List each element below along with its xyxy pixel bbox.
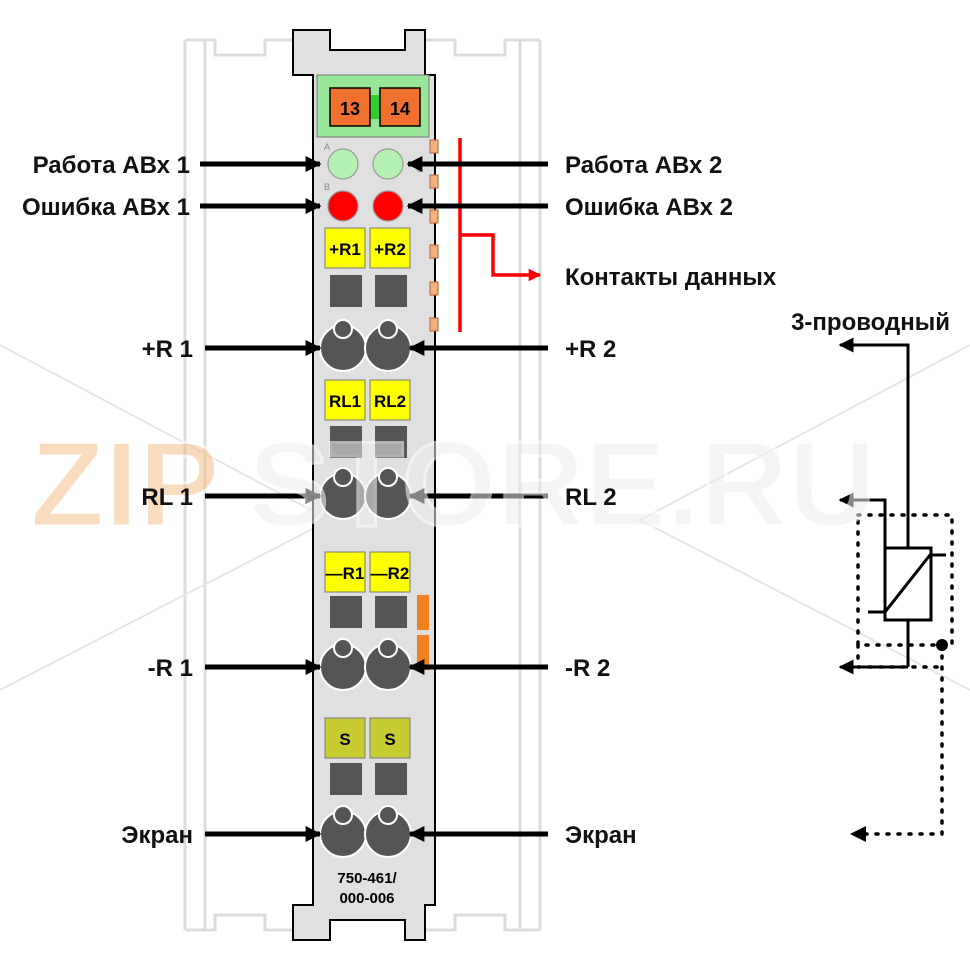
label-plus-r1: +R 1	[142, 336, 193, 363]
terminal-13-label: 13	[340, 99, 360, 119]
tag-minus-r1: —R1	[326, 564, 365, 583]
svg-text:A: A	[324, 142, 330, 152]
shield-arrow-head	[850, 826, 866, 842]
io-module: 13 14 A C B D +R1 +R2 RL1 RL2	[292, 29, 439, 941]
label-minus-r2: -R 2	[565, 655, 610, 682]
tag-rl2: RL2	[374, 392, 406, 411]
shield-junction	[936, 639, 948, 651]
model-number-line2: 000-006	[339, 890, 394, 907]
label-minus-r1: -R 1	[148, 655, 193, 682]
model-number-line1: 750-461/	[337, 870, 397, 887]
led-work-1	[327, 148, 359, 180]
terminal-13[interactable]	[329, 87, 371, 127]
label-shield-1: Экран	[121, 822, 193, 849]
release-slot[interactable]	[330, 275, 362, 307]
data-contacts	[429, 139, 439, 332]
label-shield-2: Экран	[565, 822, 637, 849]
din-rail	[183, 38, 542, 932]
release-slot[interactable]	[375, 426, 407, 458]
release-slot[interactable]	[330, 763, 362, 795]
led-work-2	[372, 148, 404, 180]
watermark: ZIP STORE.RU	[29, 415, 878, 554]
terminal-14-label: 14	[390, 99, 410, 119]
label-work-2: Работа АВх 2	[565, 152, 722, 179]
label-plus-r2: +R 2	[565, 336, 616, 363]
tag-shield-1: S	[339, 730, 350, 749]
svg-text:B: B	[324, 182, 330, 192]
data-contacts-pointer	[458, 138, 542, 332]
terminal-14[interactable]	[379, 87, 421, 127]
three-wire-sensor	[838, 337, 946, 675]
release-slot[interactable]	[375, 596, 407, 628]
watermark-left: ZIP	[30, 416, 220, 552]
label-three-wire: 3-проводный	[791, 309, 950, 336]
tag-plus-r2: +R2	[374, 240, 406, 259]
label-error-2: Ошибка АВх 2	[565, 194, 733, 221]
release-slot[interactable]	[375, 275, 407, 307]
pointer-arrows	[200, 155, 548, 843]
label-rl1: RL 1	[141, 484, 193, 511]
tag-plus-r1: +R1	[329, 240, 361, 259]
watermark-lines	[0, 344, 970, 691]
label-rl2: RL 2	[565, 484, 617, 511]
release-slot[interactable]	[375, 763, 407, 795]
release-slot[interactable]	[330, 596, 362, 628]
release-slot[interactable]	[330, 426, 362, 458]
tag-rl1: RL1	[329, 392, 361, 411]
tag-shield-2: S	[384, 730, 395, 749]
led-error-2	[372, 190, 404, 222]
tag-minus-r2: —R2	[371, 564, 410, 583]
label-work-1: Работа АВх 1	[33, 152, 190, 179]
label-data-contacts: Контакты данных	[565, 264, 777, 291]
led-error-1	[327, 190, 359, 222]
label-error-1: Ошибка АВх 1	[22, 194, 190, 221]
shield-dotted	[856, 513, 954, 836]
watermark-right: STORE.RU	[248, 416, 876, 552]
